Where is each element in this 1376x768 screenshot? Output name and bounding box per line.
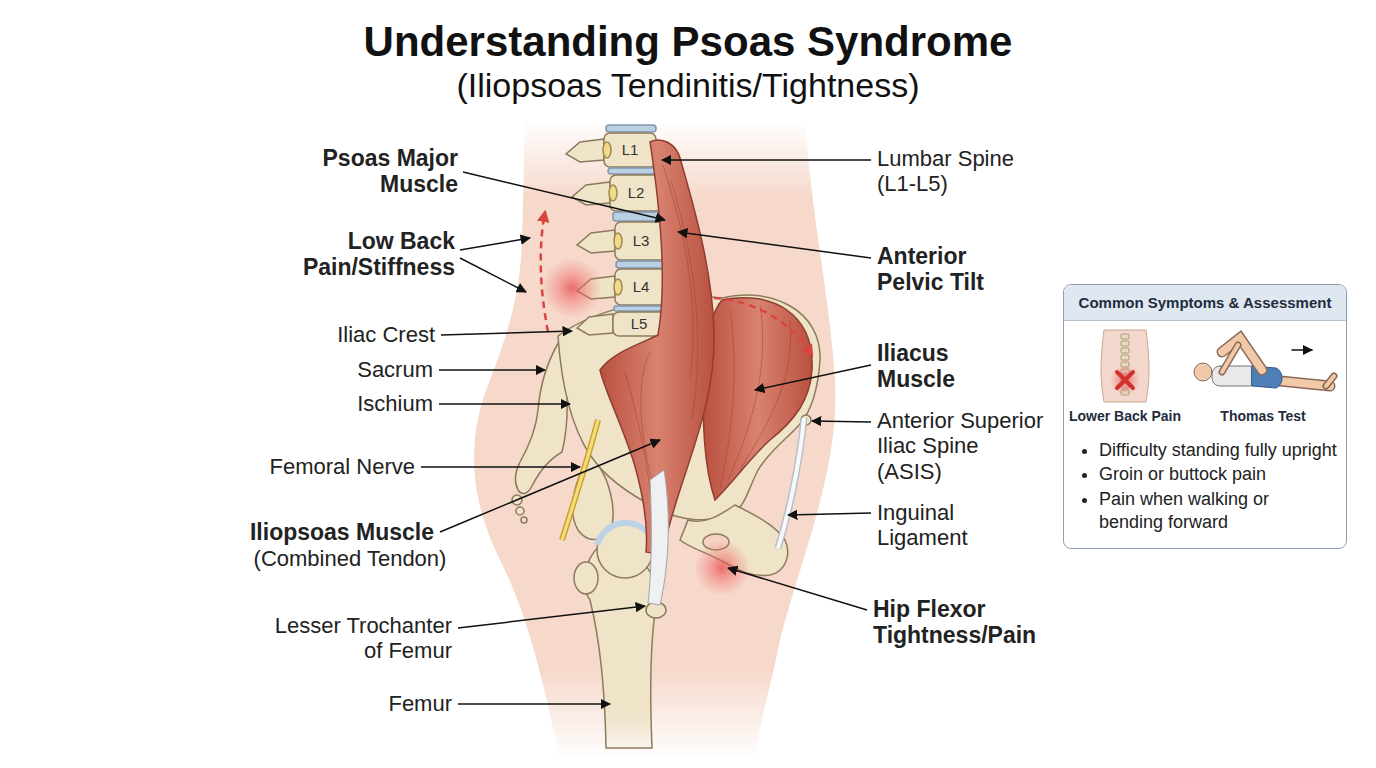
bone-label: Lesser Trochanter of Femur xyxy=(267,613,452,664)
symptoms-panel: Common Symptoms & AssessmentLower Back P… xyxy=(1063,284,1347,549)
subtitle: (Iliopsoas Tendinitis/Tightness) xyxy=(456,66,919,105)
bone-label: Iliac Crest xyxy=(337,322,435,347)
bone-label: Lumbar Spine (L1-L5) xyxy=(877,146,1022,197)
muscle-sublabel: (Combined Tendon) xyxy=(254,546,447,571)
posture-label: Anterior Pelvic Tilt xyxy=(877,243,997,296)
sacrum-bone xyxy=(512,340,567,523)
body-silhouette xyxy=(474,120,835,760)
icon-caption: Thomas Test xyxy=(1198,408,1328,424)
symptom-item: Difficulty standing fully upright xyxy=(1099,439,1338,462)
muscle-label: Iliacus Muscle xyxy=(877,340,977,393)
vertebra-label: L4 xyxy=(633,278,650,295)
pain-glow xyxy=(542,258,602,318)
iliopsoas-tendon xyxy=(648,470,668,605)
thomas-test-icon xyxy=(1194,338,1334,388)
bone-label: Ischium xyxy=(357,391,433,416)
bone-label: Sacrum xyxy=(357,357,433,382)
symptom-label: Low Back Pain/Stiffness xyxy=(295,228,455,281)
symptom-list: Difficulty standing fully uprightGroin o… xyxy=(1064,439,1346,536)
icon-caption: Lower Back Pain xyxy=(1065,408,1185,424)
bone-label: Femur xyxy=(388,691,452,716)
symptom-item: Groin or buttock pain xyxy=(1099,463,1338,486)
ligament-label: Inguinal Ligament xyxy=(877,500,977,551)
symptom-item: Pain when walking or bending forward xyxy=(1099,488,1338,535)
vertebra-label: L1 xyxy=(622,141,639,158)
vertebra-label: L5 xyxy=(631,315,648,332)
pain-glow xyxy=(694,540,750,596)
muscle-label: Psoas Major Muscle xyxy=(308,145,458,198)
diagram-title: Understanding Psoas Syndrome xyxy=(364,18,1013,66)
vertebra-label: L2 xyxy=(628,184,645,201)
bone-label: Anterior Superior Iliac Spine (ASIS) xyxy=(877,408,1045,484)
muscle-label: Iliopsoas Muscle xyxy=(250,519,434,545)
inguinal-ligament xyxy=(778,418,804,548)
femoral-nerve xyxy=(562,420,598,540)
tilt-arrow xyxy=(541,212,812,355)
nerve-label: Femoral Nerve xyxy=(270,454,415,479)
panel-heading: Common Symptoms & Assessment xyxy=(1064,285,1346,321)
lower-back-icon xyxy=(1101,330,1149,402)
leader-line xyxy=(421,160,871,704)
vertebra-label: L3 xyxy=(633,232,650,249)
symptom-label: Hip Flexor Tightness/Pain xyxy=(873,596,1043,649)
